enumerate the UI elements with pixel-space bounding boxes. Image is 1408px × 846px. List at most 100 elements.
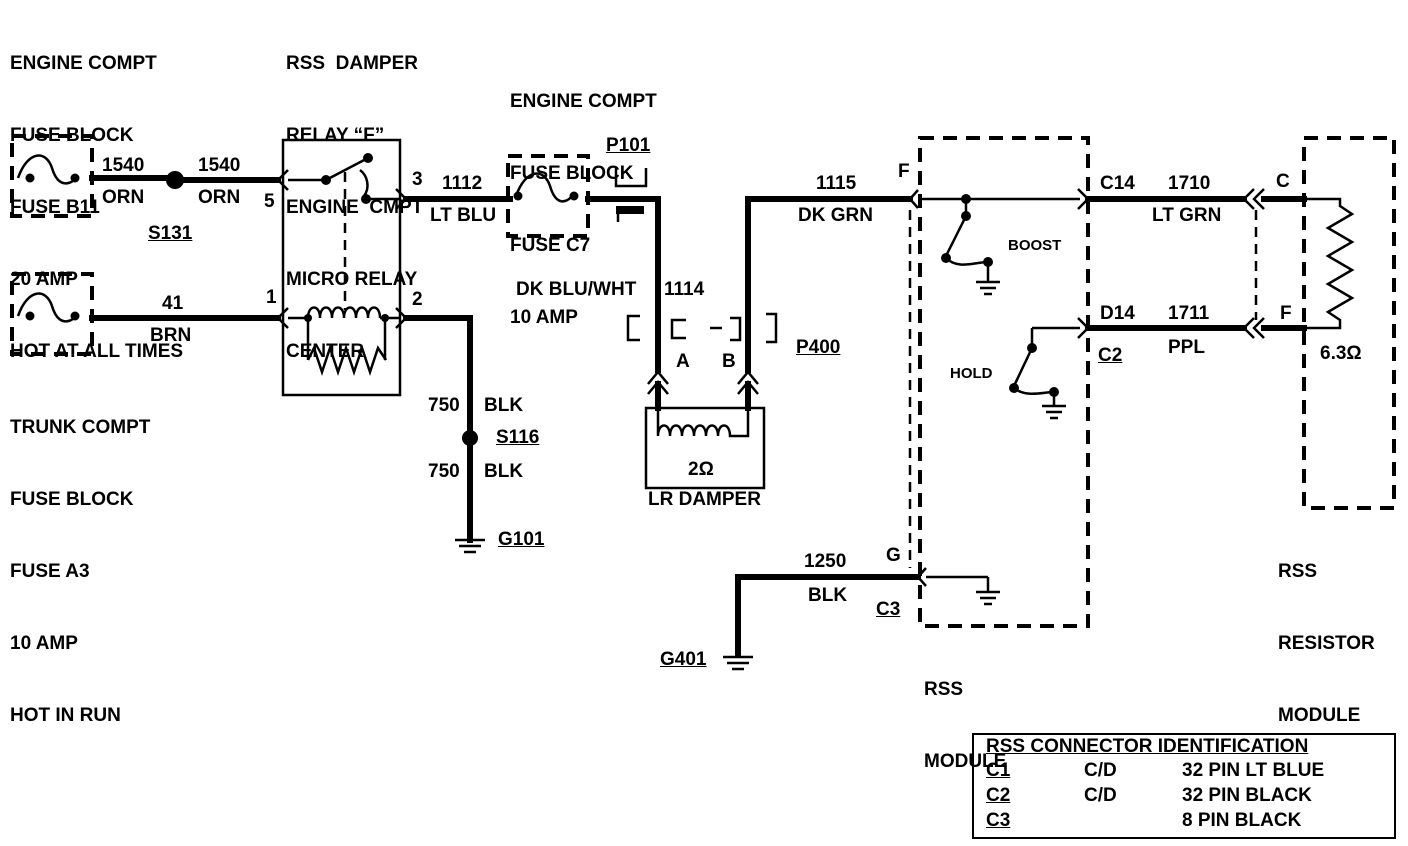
wire-750a-color: BLK	[484, 395, 524, 416]
relay-line: ENGINE CMPT	[286, 197, 424, 218]
legend-row-desc: 32 PIN BLACK	[1182, 785, 1312, 806]
connector-p101-label: P101	[606, 135, 651, 156]
wire-1112-number: 1112	[442, 173, 483, 194]
rss-resistor-module-symbol	[1242, 136, 1396, 510]
fuse-a3-line: 10 AMP	[10, 633, 78, 654]
fuse-c7-line: FUSE C7	[510, 235, 591, 256]
ground-g401-label: G401	[660, 649, 707, 670]
rss-module-symbol	[908, 136, 1090, 628]
splice-s116-label: S116	[496, 427, 540, 448]
wire-1115-number: 1115	[816, 173, 857, 194]
relay-line: RSS DAMPER	[286, 53, 418, 74]
fuse-a3-line: TRUNK COMPT	[10, 417, 151, 438]
fuse-a3-symbol	[10, 272, 94, 356]
rss-module-line: RSS	[924, 679, 964, 700]
legend-row-type: C/D	[1084, 760, 1117, 781]
fuse-c7-label: ENGINE COMPT FUSE BLOCK FUSE C7 10 AMP	[510, 42, 657, 354]
legend-row-id: C3	[986, 810, 1011, 831]
module-pin-g: G	[886, 545, 901, 566]
legend-row-desc: 32 PIN LT BLUE	[1182, 760, 1325, 781]
relay-pin-3: 3	[412, 169, 423, 190]
relay-pin-5: 5	[264, 191, 275, 212]
damper-resistance: 2Ω	[688, 459, 714, 480]
wire-750a-number: 750	[428, 395, 460, 416]
relay-pin-2: 2	[412, 289, 423, 310]
relay-pin-1: 1	[266, 287, 277, 308]
ground-g401-symbol	[723, 655, 753, 671]
wire-1540b-color: ORN	[198, 187, 241, 208]
wire-1114-color: DK BLU/WHT	[516, 279, 637, 300]
fuse-b11-label: ENGINE COMPT FUSE BLOCK FUSE B11 20 AMP …	[10, 4, 183, 388]
fuse-b11-line: FUSE B11	[10, 197, 100, 218]
wire-1250	[735, 574, 921, 658]
connector-c14-label: C14	[1100, 173, 1135, 194]
connector-c2-label: C2	[1098, 345, 1123, 366]
wire-1115	[745, 196, 913, 373]
ground-g101-symbol	[455, 538, 485, 554]
connector-legend: RSS CONNECTOR IDENTIFICATION C1 C/D 32 P…	[972, 733, 1396, 839]
wire-1711-number: 1711	[1168, 303, 1210, 324]
legend-row-id: C1	[986, 760, 1011, 781]
connector-d14-label: D14	[1100, 303, 1135, 324]
relay-symbol	[276, 138, 408, 397]
ground-g101-label: G101	[498, 529, 545, 550]
wire-41-color: BRN	[150, 325, 192, 346]
wire-1710-number: 1710	[1168, 173, 1211, 194]
wire-1250-number: 1250	[804, 551, 847, 572]
rss-module-label: RSS MODULE	[924, 630, 1006, 798]
module-pin-f: F	[898, 161, 910, 182]
fuse-c7-line: FUSE BLOCK	[510, 163, 634, 184]
wire-1112-color: LT BLU	[430, 205, 497, 226]
relay-label: RSS DAMPER RELAY “F” ENGINE CMPT MICRO R…	[286, 4, 423, 388]
connector-c3-label: C3	[876, 599, 901, 620]
rss-resistor-module-label: RSS RESISTOR MODULE	[1278, 512, 1375, 752]
wire-1540b-number: 1540	[198, 155, 241, 176]
fuse-b11-line: ENGINE COMPT	[10, 53, 157, 74]
relay-line: MICRO RELAY	[286, 269, 418, 290]
lr-damper-label: LR DAMPER	[648, 489, 761, 510]
rss-resistor-module-line: RSS	[1278, 561, 1318, 582]
wire-41-number: 41	[162, 293, 184, 314]
wire-1114-number: 1114	[664, 279, 705, 300]
relay-line: CENTER	[286, 341, 365, 362]
splice-s116	[462, 430, 478, 446]
fuse-c7-line: 10 AMP	[510, 307, 578, 328]
resistor-pin-c: C	[1276, 171, 1290, 192]
rss-resistor-module-line: MODULE	[1278, 705, 1361, 726]
fuse-a3-line: FUSE A3	[10, 561, 90, 582]
legend-title: RSS CONNECTOR IDENTIFICATION	[986, 736, 1309, 757]
fuse-a3-line: FUSE BLOCK	[10, 489, 134, 510]
legend-row-id: C2	[986, 785, 1011, 806]
connector-p101-symbol	[614, 168, 648, 222]
splice-s131-label: S131	[148, 223, 193, 244]
damper-pin-a: A	[676, 351, 690, 372]
fuse-a3-label: TRUNK COMPT FUSE BLOCK FUSE A3 10 AMP HO…	[10, 368, 150, 752]
fuse-b11-line: HOT AT ALL TIMES	[10, 341, 184, 362]
rss-module-line: MODULE	[924, 751, 1007, 772]
wire-750b-number: 750	[428, 461, 460, 482]
connector-p400-label: P400	[796, 337, 841, 358]
fuse-b11-line: FUSE BLOCK	[10, 125, 134, 146]
hold-switch-label: HOLD	[950, 365, 993, 382]
damper-pin-b: B	[722, 351, 736, 372]
wire-750b-color: BLK	[484, 461, 524, 482]
fuse-b11-line: 20 AMP	[10, 269, 78, 290]
resistor-pin-f: F	[1280, 303, 1292, 324]
connector-p400-symbol	[626, 312, 778, 344]
legend-row-desc: 8 PIN BLACK	[1182, 810, 1302, 831]
fuse-c7-line: ENGINE COMPT	[510, 91, 657, 112]
wire-1115-color: DK GRN	[798, 205, 873, 226]
wire-1114	[585, 196, 661, 373]
wire-1540-number: 1540	[102, 155, 145, 176]
wire-1711-color: PPL	[1168, 337, 1205, 358]
wire-1250-color: BLK	[808, 585, 848, 606]
lr-damper-symbol	[644, 370, 766, 490]
wire-1540-color: ORN	[102, 187, 145, 208]
rss-resistor-module-line: RESISTOR	[1278, 633, 1375, 654]
wire-750	[403, 315, 473, 543]
fuse-a3-line: HOT IN RUN	[10, 705, 121, 726]
boost-switch-label: BOOST	[1008, 237, 1062, 254]
resistor-value: 6.3Ω	[1320, 343, 1362, 364]
relay-line: RELAY “F”	[286, 125, 385, 146]
